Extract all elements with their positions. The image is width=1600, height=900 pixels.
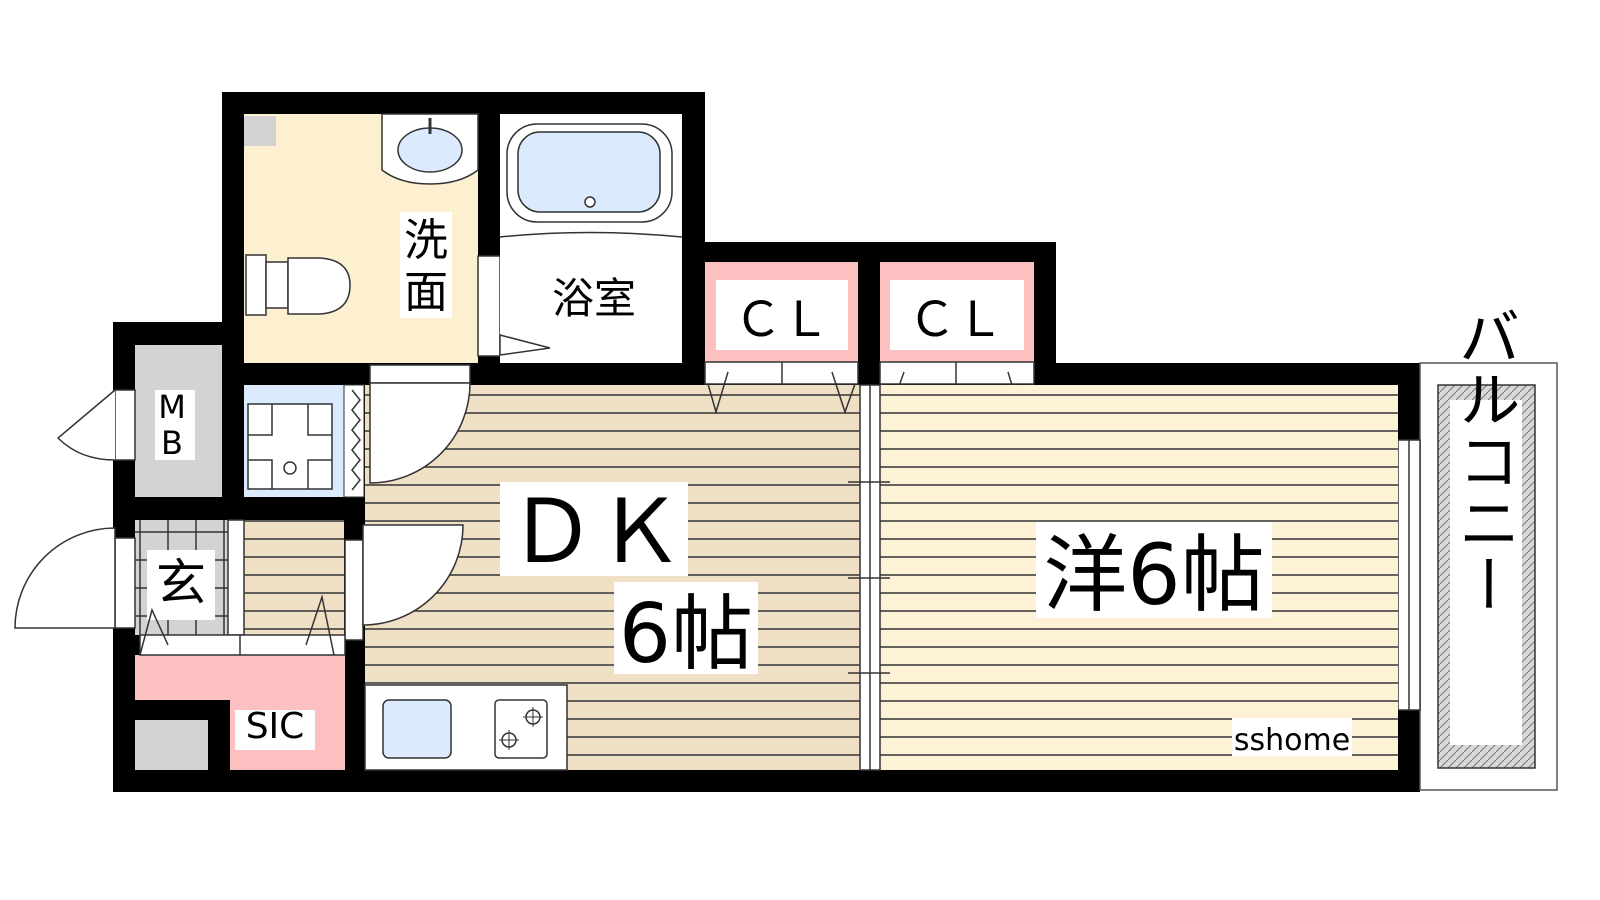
door-swing-entrance [344,524,464,641]
pipe-shaft [244,116,276,146]
entrance-door [14,527,136,629]
svg-text:ＣＬ: ＣＬ [734,292,830,348]
room-label-washroom: 洗面 [404,215,448,318]
hall-floor [244,520,344,635]
room-label-balcony: バルコニー [1448,305,1521,615]
bath-door [477,255,501,357]
closet-doors [704,361,1035,385]
svg-text:ＣＬ: ＣＬ [908,292,1004,348]
room-label-dk-size: 6帖 [619,587,753,682]
kitchen-counter [364,684,568,771]
mb-door [56,389,136,461]
kitchen-sink-icon [382,699,452,759]
partition-sliding-door [848,384,890,771]
toilet-icon [245,254,351,316]
room-label-sic: SIC [246,706,305,747]
closet-1: ＣＬ [705,262,858,362]
watermark: sshome [1234,723,1350,758]
room-label-bathroom: 浴室 [552,274,636,323]
bathtub-icon [506,123,673,223]
stove-icon [494,699,548,759]
shoe-closet: SIC [135,594,346,770]
balcony [1419,362,1558,791]
sink-icon [381,113,479,185]
room-label-entrance: 玄 [156,554,206,612]
door-swing-top [369,364,471,484]
room-label-dk: ＤＫ [508,480,684,583]
room-label-western: 洋6帖 [1043,526,1264,624]
washing-machine-icon [244,384,365,498]
closet-2: ＣＬ [880,262,1034,362]
